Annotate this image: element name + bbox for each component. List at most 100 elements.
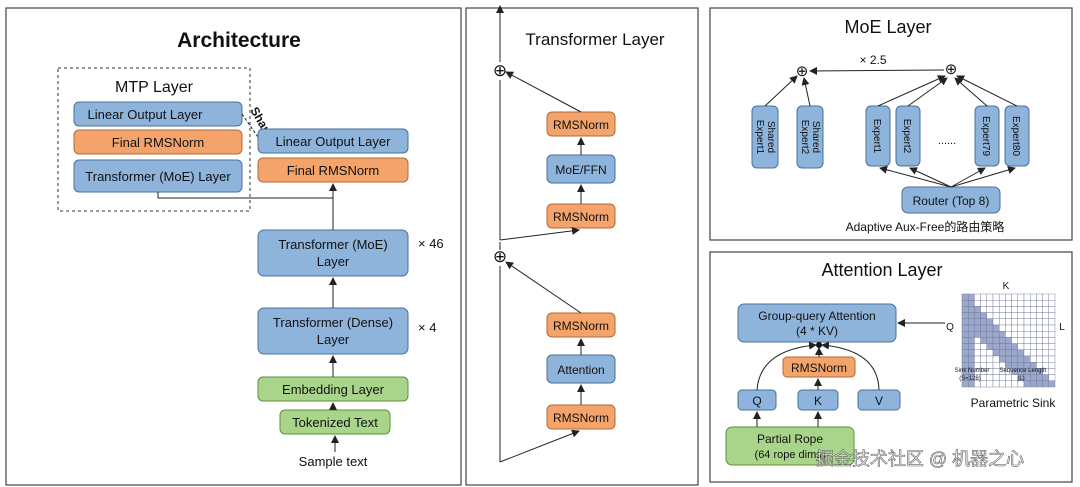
rope-label-1: Partial Rope [757,432,823,446]
sink-cell [961,337,969,344]
moe-plus-right: ⊕ [945,61,958,78]
sink-cell [961,324,969,332]
sink-cell [1029,331,1037,338]
q-label: Q [752,394,761,408]
sink-cell [974,331,981,338]
matrix-q-label: Q [946,322,954,333]
sink-cell [1005,306,1012,313]
sink-cell [968,324,975,332]
sink-cell [974,300,981,307]
sink-cell [1017,293,1025,301]
sink-cell [999,380,1006,388]
sink-cell [999,331,1006,338]
router-label: Router (Top 8) [913,194,990,208]
moe-layer-label-2: Layer [317,254,350,269]
moe-arrow-expert79 [954,77,988,107]
tokenized-label: Tokenized Text [292,415,378,430]
router-to-expert1 [879,165,952,188]
sink-cell [999,349,1006,357]
sink-cell [1023,337,1031,344]
sink-cell [992,355,1000,363]
sink-cell [992,318,1000,326]
sink-cell [986,318,994,326]
sink-cell [1005,324,1012,332]
sink-cell [961,331,969,338]
sink-cell [974,324,981,332]
architecture-title: Architecture [177,29,301,52]
embedding-label: Embedding Layer [282,382,385,397]
sink-cell [961,355,969,363]
sink-cell [1029,355,1037,363]
sink-cell [980,337,987,344]
parametric-sink-label: Parametric Sink [971,396,1057,410]
sink-cell [1048,324,1056,332]
sink-cell [1048,374,1056,382]
sample-text: Sample text [299,454,368,469]
tl-arrow-rms-plus-top [505,71,582,113]
moe-arrow-shared2 [801,77,811,107]
sink-cell [1048,362,1056,369]
sink-cell [986,331,994,338]
dense-layer-label-1: Transformer (Dense) [273,315,393,330]
sink-cell [986,343,994,351]
sink-cell [1017,318,1025,326]
sink-cell [1029,293,1037,301]
rope-box [725,426,855,466]
sink-cell [1005,337,1012,344]
sink-cell [980,300,987,307]
sink-cell [1036,312,1043,320]
moe-arrow-scale [809,66,945,75]
sink-cell [961,306,969,313]
sink-cell [1011,349,1018,357]
expert1-label: Expert1 [871,119,882,154]
sink-cell [1036,331,1043,338]
sink-cell [968,331,975,338]
matrix-k-label: K [1003,281,1010,292]
sink-cell [986,355,994,363]
sink-cell [961,300,969,307]
sink-cell [1017,343,1025,351]
sink-cell [1036,318,1043,326]
router-to-expert79 [950,167,986,188]
sink-cell [1023,300,1031,307]
sink-cell [1011,312,1018,320]
tl-arrow-plus-rms [499,226,580,241]
sink-cell [980,312,987,320]
final-rmsnorm-box [257,157,409,183]
sink-cell [1005,343,1012,351]
dense-count: × 4 [418,320,436,335]
sink-number-value: (S=128) [959,376,981,382]
transformer-title: Transformer Layer [525,30,665,49]
sink-cell [1029,300,1037,307]
linear-output-label: Linear Output Layer [276,134,392,149]
sink-cell [1029,380,1037,388]
sink-cell [980,343,987,351]
expert79-label: Expert79 [980,116,991,156]
tl-arrow-rms-plus-bottom [505,261,582,314]
sink-cell [1042,343,1049,351]
sink-cell [974,312,981,320]
sink-cell [1048,300,1056,307]
sink-cell [968,343,975,351]
sink-cell [1048,368,1056,375]
tl-moe-ffn-label: MoE/FFN [555,163,606,177]
seq-length-value: (L) [1017,376,1024,382]
sink-cell [1048,293,1056,301]
sink-cell [1017,331,1025,338]
sink-cell [1023,318,1031,326]
sink-cell [999,312,1006,320]
tl-rmsnorm-mid-label: RMSNorm [553,210,609,224]
sink-cell [1005,349,1012,357]
sink-cell [974,355,981,363]
sink-cell [1048,343,1056,351]
sink-cell [1017,312,1025,320]
expert80-label: Expert80 [1010,116,1021,156]
router-to-expert2 [909,167,952,188]
moe-arrow-shared1 [764,75,798,107]
sink-cell [1036,374,1043,382]
share-connector [241,113,261,141]
mtp-rmsnorm-label: Final RMSNorm [112,135,204,150]
sink-cell [992,368,1000,375]
sink-cell [999,343,1006,351]
sink-cell [974,318,981,326]
